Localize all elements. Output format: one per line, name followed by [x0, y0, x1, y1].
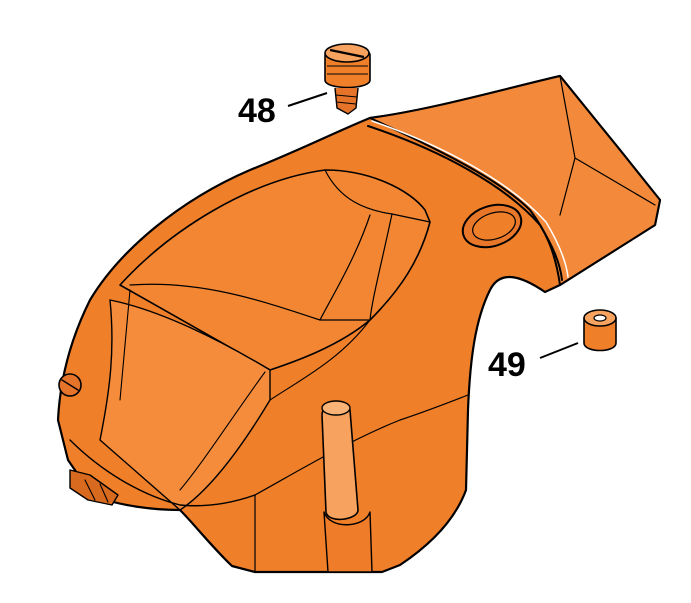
cap-seam-inner	[371, 120, 569, 278]
callout-48: 48	[238, 92, 276, 130]
part-49-sleeve	[583, 309, 617, 352]
body-facet-a	[269, 319, 371, 401]
hump-facet-4	[369, 213, 393, 321]
leader-48	[287, 92, 328, 107]
oval-port-inner	[472, 211, 516, 241]
hump-facet-3	[319, 214, 371, 321]
front-face-line	[119, 289, 266, 491]
cap-ridge	[559, 75, 656, 216]
part-48-screw	[324, 43, 371, 115]
skirt-curve-2	[254, 394, 469, 496]
hump-facet-2	[324, 169, 431, 223]
hump-facet-1	[129, 283, 371, 321]
cap-seam	[367, 125, 563, 281]
cover-housing	[56, 74, 662, 574]
callout-49: 49	[488, 346, 526, 384]
body-facet-c	[179, 509, 233, 567]
bottom-bracket-detail	[84, 479, 109, 503]
skirt-curve	[69, 439, 256, 507]
side-knob-slot	[61, 379, 79, 391]
post-top	[321, 400, 351, 416]
front-face	[99, 299, 271, 511]
cap-section	[369, 75, 661, 286]
leader-49	[539, 342, 579, 359]
post-base	[323, 511, 373, 573]
